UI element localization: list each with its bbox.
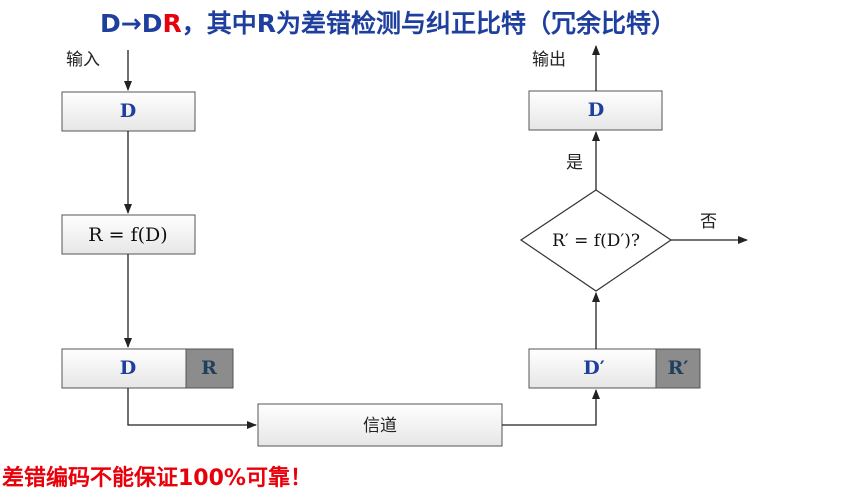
recv-r-text: R′ <box>668 357 689 379</box>
send-r-box <box>185 348 234 389</box>
d-output-box <box>528 90 663 131</box>
yes-label: 是 <box>566 153 583 173</box>
warning-note: 差错编码不能保证100%可靠！ <box>2 466 312 491</box>
recv-r-box <box>655 348 701 389</box>
recv-d-text: D′ <box>583 357 605 379</box>
send-r-text: R <box>201 357 217 379</box>
d-output-text: D <box>588 99 604 121</box>
d-input-text: D <box>120 100 136 122</box>
compute-text: R = f(D) <box>88 224 167 246</box>
check-text: R′ = f(D′)? <box>552 231 640 251</box>
output-label: 输出 <box>532 50 566 70</box>
compute-box <box>61 214 196 255</box>
channel-box <box>257 403 503 447</box>
check-diamond <box>519 189 673 292</box>
title-part2: R <box>162 9 182 38</box>
channel-text: 信道 <box>363 416 397 436</box>
arrow-channel-to-receive <box>502 389 600 426</box>
input-label: 输入 <box>66 50 100 70</box>
title-part3: ，其中R为差错检测与纠正比特（冗余比特） <box>181 9 676 38</box>
slide-title: D→DR，其中R为差错检测与纠正比特（冗余比特） <box>100 4 676 40</box>
title-part1: D→D <box>100 9 163 38</box>
no-label: 否 <box>700 212 717 232</box>
d-input-box <box>61 91 196 132</box>
send-d-text: D <box>120 357 136 379</box>
arrow-send-to-channel <box>127 388 257 429</box>
recv-d-box <box>528 348 657 389</box>
